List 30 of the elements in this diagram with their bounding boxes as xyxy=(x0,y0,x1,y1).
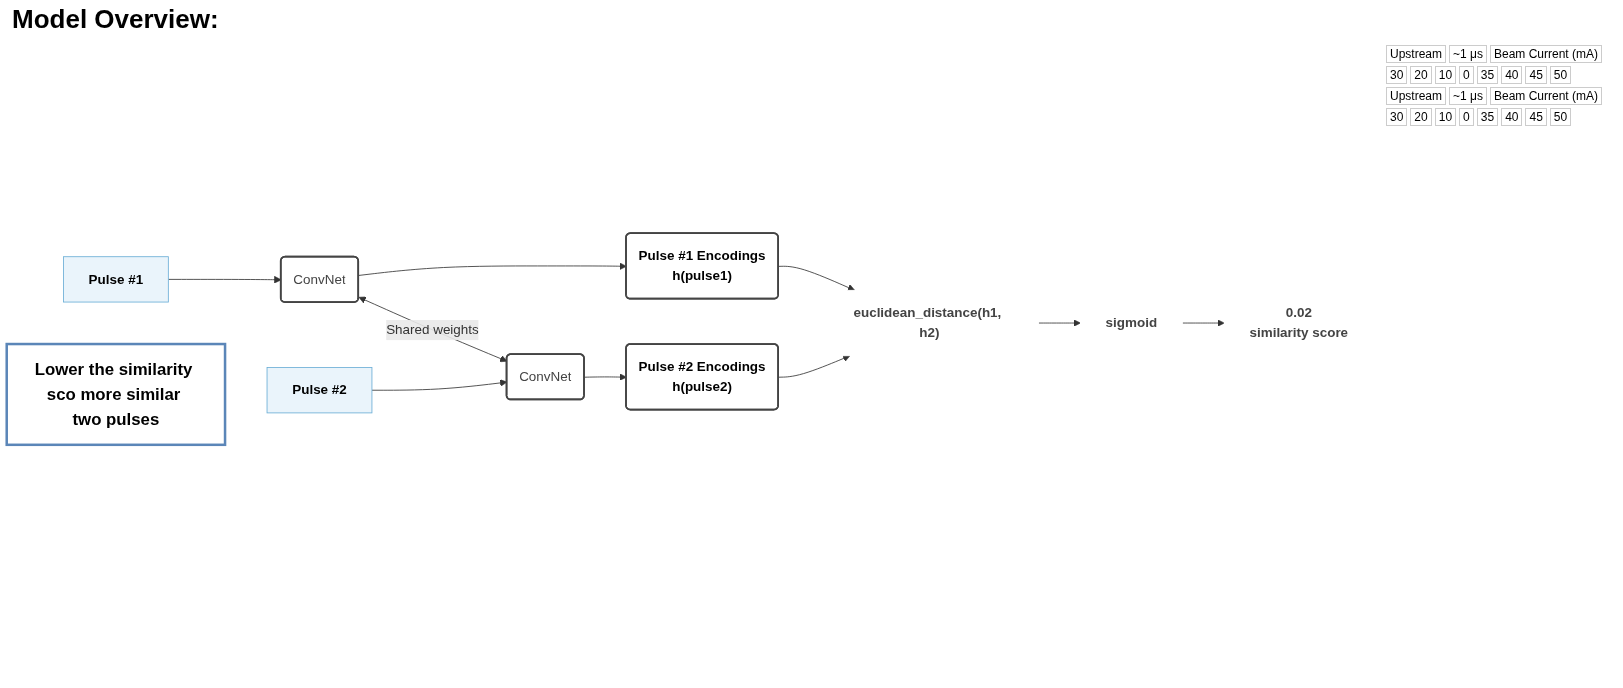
plot-label: 10 xyxy=(1434,108,1457,126)
plot-label: ~1 μs xyxy=(1449,87,1487,105)
plot-label: 30 xyxy=(1386,66,1408,84)
plot-label: 40 xyxy=(1501,108,1523,126)
plot-label: 50 xyxy=(1549,66,1572,84)
plot-label: 50 xyxy=(1549,108,1572,126)
plot-label: Beam Current (mA) xyxy=(1489,45,1602,63)
node-text: sigmoid xyxy=(1105,315,1158,330)
node-box: Pulse #1 xyxy=(63,256,169,303)
plot-label: Beam Current (mA) xyxy=(1489,87,1602,105)
plot-label: 0 xyxy=(1459,66,1474,84)
node-box: Lower the similarity sco more similar two pulses xyxy=(5,342,227,447)
node-text: 0.02 similarity score xyxy=(1249,305,1349,340)
plot-label: Upstream xyxy=(1386,87,1446,105)
plot-label: 20 xyxy=(1410,108,1432,126)
plot-label: 35 xyxy=(1476,108,1499,126)
plot-label: 0 xyxy=(1459,108,1474,126)
plot-label: 45 xyxy=(1525,66,1547,84)
plot-label: 10 xyxy=(1434,66,1457,84)
plot-label: Upstream xyxy=(1386,45,1446,63)
node-text: euclidean_distance(h1, h2) xyxy=(853,305,1002,340)
plot-label: 30 xyxy=(1386,108,1408,126)
plot-label: 45 xyxy=(1525,108,1547,126)
plot-label: 35 xyxy=(1476,66,1499,84)
plot-label: 40 xyxy=(1501,66,1523,84)
edge-label: Shared weights xyxy=(386,322,479,337)
title: Model Overview: xyxy=(12,4,220,35)
plot-label: ~1 μs xyxy=(1449,45,1487,63)
node-box: Pulse #2 xyxy=(266,367,373,414)
plot-label: 20 xyxy=(1410,66,1432,84)
